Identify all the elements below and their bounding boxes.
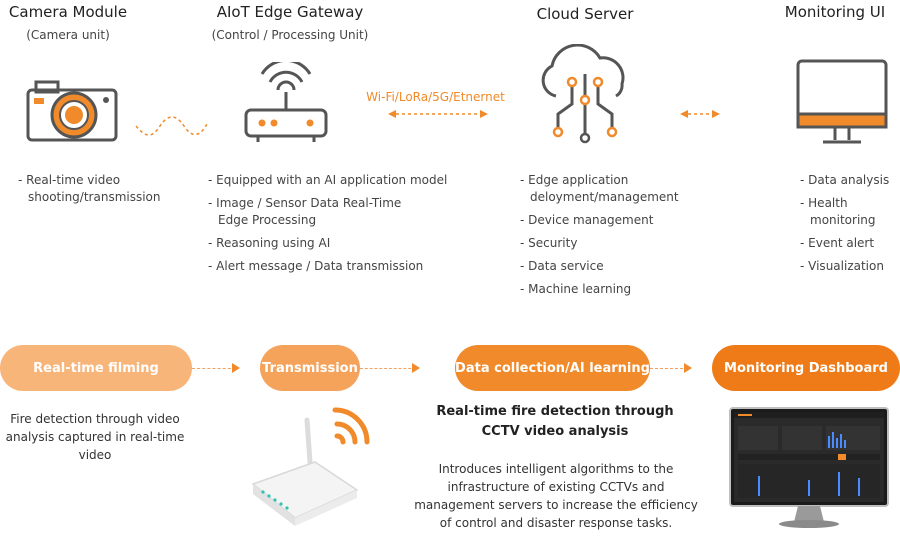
edge-gateway-features: Equipped with an AI application model Im… — [208, 172, 458, 281]
signal-squiggle-icon — [135, 116, 209, 136]
list-item: Edge application deloyment/management — [520, 172, 700, 206]
dashboard-monitor-illustration — [729, 407, 889, 528]
monitoring-ui-title: Monitoring UI — [784, 3, 886, 21]
cloud-server-title: Cloud Server — [536, 5, 634, 23]
list-item: Data analysis — [800, 172, 898, 189]
camera-module-subtitle: (Camera unit) — [26, 28, 110, 42]
list-item: Machine learning — [520, 281, 700, 298]
flow-connector-1 — [192, 368, 236, 369]
monitor-icon — [796, 59, 888, 144]
edge-gateway-title: AIoT Edge Gateway — [216, 3, 364, 21]
flow-step-monitoring-dashboard: Monitoring Dashboard — [712, 345, 900, 391]
connection-label: Wi-Fi/LoRa/5G/Etnernet — [366, 90, 505, 104]
list-item: Image / Sensor Data Real-Time Edge Proce… — [208, 195, 418, 229]
flow-connector-2 — [360, 368, 416, 369]
monitoring-ui-features: Data analysis Health monitoring Event al… — [800, 172, 898, 281]
arrow-right-icon — [684, 363, 692, 373]
flow-step-transmission: Transmission — [260, 345, 360, 391]
list-item: Event alert — [800, 235, 898, 252]
list-item: Alert message / Data transmission — [208, 258, 458, 275]
bidirectional-arrow-icon — [388, 110, 488, 118]
flow-connector-3 — [650, 368, 688, 369]
camera-module-title: Camera Module — [8, 3, 128, 21]
list-item: Equipped with an AI application model — [208, 172, 458, 189]
list-item: Health monitoring — [800, 195, 898, 229]
router-icon — [244, 62, 328, 142]
wireless-router-illustration — [251, 407, 370, 526]
arrow-right-icon — [232, 363, 240, 373]
list-item: Real-time video shooting/transmission — [18, 172, 178, 206]
list-item: Visualization — [800, 258, 898, 275]
arrow-right-icon — [412, 363, 420, 373]
flow-step-real-time-filming: Real-time filming — [0, 345, 192, 391]
left-description: Fire detection through video analysis ca… — [5, 412, 185, 462]
list-item: Security — [520, 235, 700, 252]
center-title: Real-time fire detection through CCTV vi… — [436, 404, 674, 439]
list-item: Data service — [520, 258, 700, 275]
flow-step-data-collection: Data collection/AI learning — [455, 345, 650, 391]
list-item: Reasoning using AI — [208, 235, 458, 252]
list-item: Device management — [520, 212, 700, 229]
center-description: Introduces intelligent algorithms to the… — [414, 462, 698, 530]
camera-icon — [26, 80, 118, 142]
camera-module-features: Real-time video shooting/transmission — [18, 172, 178, 212]
cloud-server-features: Edge application deloyment/management De… — [520, 172, 700, 304]
bidirectional-arrow-icon-2 — [680, 110, 720, 118]
edge-gateway-subtitle: (Control / Processing Unit) — [211, 28, 369, 42]
cloud-network-icon — [541, 44, 625, 144]
